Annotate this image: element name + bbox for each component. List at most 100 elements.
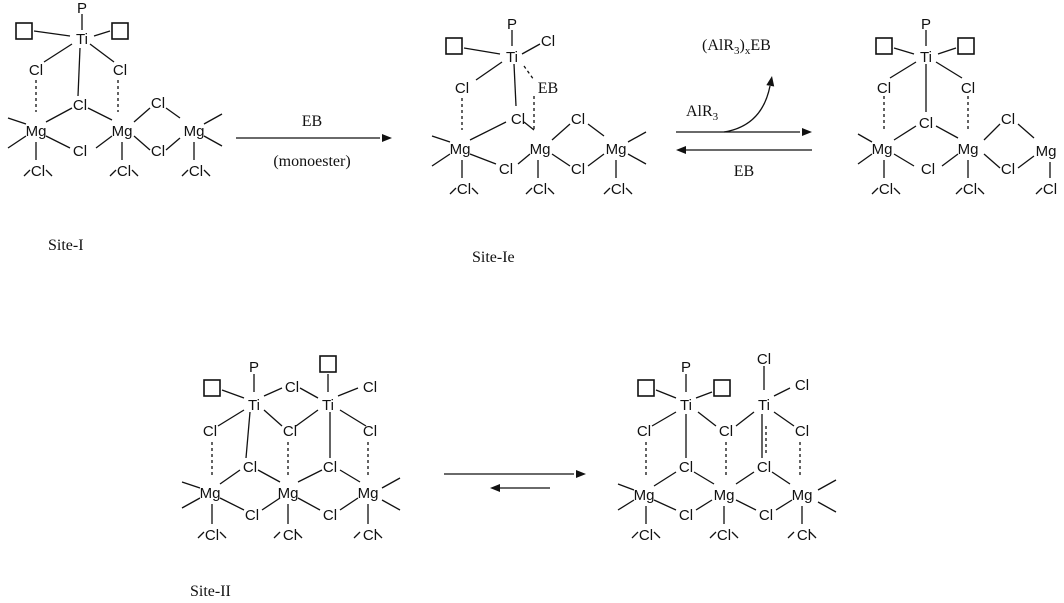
atom-mg: Mg xyxy=(530,141,551,158)
atom-cl: Cl xyxy=(323,507,337,524)
caption-site-i: Site-I xyxy=(48,237,84,254)
atom-cl: Cl xyxy=(571,161,585,178)
ligand-eb: EB xyxy=(538,80,558,97)
structure-site-bimetallic: P Ti Cl Ti Cl Cl Cl Cl Cl Cl Mg Mg Mg Cl… xyxy=(617,351,837,544)
vacancy-square xyxy=(713,379,731,397)
atom-cl: Cl xyxy=(795,423,809,440)
atom-mg: Mg xyxy=(606,141,627,158)
atom-ti: Ti xyxy=(248,397,260,414)
atom-mg: Mg xyxy=(634,487,655,504)
atom-cl: Cl xyxy=(797,527,811,544)
atom-cl: Cl xyxy=(679,507,693,524)
vacancy-square xyxy=(203,379,221,397)
atom-cl: Cl xyxy=(541,33,555,50)
atom-ti: Ti xyxy=(76,31,88,48)
atom-cl: Cl xyxy=(455,80,469,97)
atom-cl: Cl xyxy=(151,143,165,160)
atom-ti: Ti xyxy=(758,397,770,414)
atom-cl: Cl xyxy=(363,379,377,396)
atom-mg: Mg xyxy=(714,487,735,504)
atom-mg: Mg xyxy=(112,123,133,140)
reagent-eb-reverse: EB xyxy=(734,163,754,180)
atom-ti: Ti xyxy=(920,49,932,66)
atom-cl: Cl xyxy=(637,423,651,440)
caption-site-ie: Site-Ie xyxy=(472,249,515,266)
vacancy-square xyxy=(445,37,463,55)
atom-cl: Cl xyxy=(151,95,165,112)
equilibrium-arrow-alr3: AlR3 (AlR3)xEB EB xyxy=(676,37,812,180)
atom-cl: Cl xyxy=(323,459,337,476)
vacancy-square xyxy=(957,37,975,55)
atom-ti: Ti xyxy=(506,49,518,66)
atom-cl: Cl xyxy=(189,163,203,180)
atom-cl: Cl xyxy=(363,423,377,440)
atom-cl: Cl xyxy=(511,111,525,128)
reaction-arrow-eb: EB (monoester) xyxy=(236,113,392,170)
atom-cl: Cl xyxy=(283,527,297,544)
atom-mg: Mg xyxy=(872,141,893,158)
atom-cl: Cl xyxy=(1001,111,1015,128)
atom-p: P xyxy=(77,0,87,17)
atom-cl: Cl xyxy=(759,507,773,524)
structure-site-ii: P Ti Cl Ti Cl Cl Cl Cl Cl Cl Mg Mg Mg Cl… xyxy=(181,355,401,600)
atom-mg: Mg xyxy=(184,123,205,140)
atom-cl: Cl xyxy=(205,527,219,544)
atom-p: P xyxy=(681,359,691,376)
atom-cl: Cl xyxy=(717,527,731,544)
vacancy-square xyxy=(637,379,655,397)
atom-ti: Ti xyxy=(322,397,334,414)
atom-cl: Cl xyxy=(571,111,585,128)
atom-cl: Cl xyxy=(73,97,87,114)
reagent-alr3-eb-complex: (AlR3)xEB xyxy=(702,37,771,57)
reagent-alr3: AlR3 xyxy=(686,103,719,123)
atom-cl: Cl xyxy=(963,181,977,198)
atom-cl: Cl xyxy=(919,115,933,132)
reagent-monoester: (monoester) xyxy=(273,153,350,170)
vacancy-square xyxy=(15,22,33,40)
atom-cl: Cl xyxy=(245,507,259,524)
atom-p: P xyxy=(921,16,931,33)
atom-mg: Mg xyxy=(278,485,299,502)
atom-cl: Cl xyxy=(719,423,733,440)
atom-ti: Ti xyxy=(680,397,692,414)
atom-cl: Cl xyxy=(679,459,693,476)
atom-cl: Cl xyxy=(457,181,471,198)
reagent-eb: EB xyxy=(302,113,322,130)
atom-mg: Mg xyxy=(200,485,221,502)
atom-cl: Cl xyxy=(73,143,87,160)
atom-cl: Cl xyxy=(117,163,131,180)
atom-p: P xyxy=(507,16,517,33)
structure-site-i: P Ti Cl Cl Cl Mg Mg Mg Cl Cl Cl Cl Cl Cl… xyxy=(7,0,223,254)
atom-p: P xyxy=(249,359,259,376)
atom-cl: Cl xyxy=(1001,161,1015,178)
caption-site-ii: Site-II xyxy=(190,583,231,600)
atom-mg: Mg xyxy=(26,123,47,140)
atom-cl: Cl xyxy=(611,181,625,198)
atom-cl: Cl xyxy=(639,527,653,544)
vacancy-square xyxy=(875,37,893,55)
atom-cl: Cl xyxy=(31,163,45,180)
atom-cl: Cl xyxy=(1043,181,1057,198)
vacancy-square xyxy=(319,355,337,373)
atom-cl: Cl xyxy=(283,423,297,440)
atom-mg: Mg xyxy=(450,141,471,158)
atom-cl: Cl xyxy=(499,161,513,178)
vacancy-square xyxy=(111,22,129,40)
atom-cl: Cl xyxy=(757,459,771,476)
atom-cl: Cl xyxy=(877,80,891,97)
atom-mg: Mg xyxy=(1036,143,1057,160)
atom-cl: Cl xyxy=(243,459,257,476)
equilibrium-arrow-bottom xyxy=(444,470,586,492)
atom-cl: Cl xyxy=(533,181,547,198)
atom-cl: Cl xyxy=(961,80,975,97)
structure-site-ie: P Ti Cl Cl EB Cl Mg Mg Mg Cl Cl Cl Cl Cl… xyxy=(431,16,647,266)
atom-mg: Mg xyxy=(358,485,379,502)
atom-cl: Cl xyxy=(203,423,217,440)
atom-cl: Cl xyxy=(757,351,771,368)
atom-mg: Mg xyxy=(958,141,979,158)
structure-site-regenerated: P Ti Cl Cl Cl Mg Mg Mg Cl Cl Cl Cl Cl Cl xyxy=(857,16,1057,198)
atom-cl: Cl xyxy=(795,377,809,394)
atom-cl: Cl xyxy=(285,379,299,396)
atom-mg: Mg xyxy=(792,487,813,504)
